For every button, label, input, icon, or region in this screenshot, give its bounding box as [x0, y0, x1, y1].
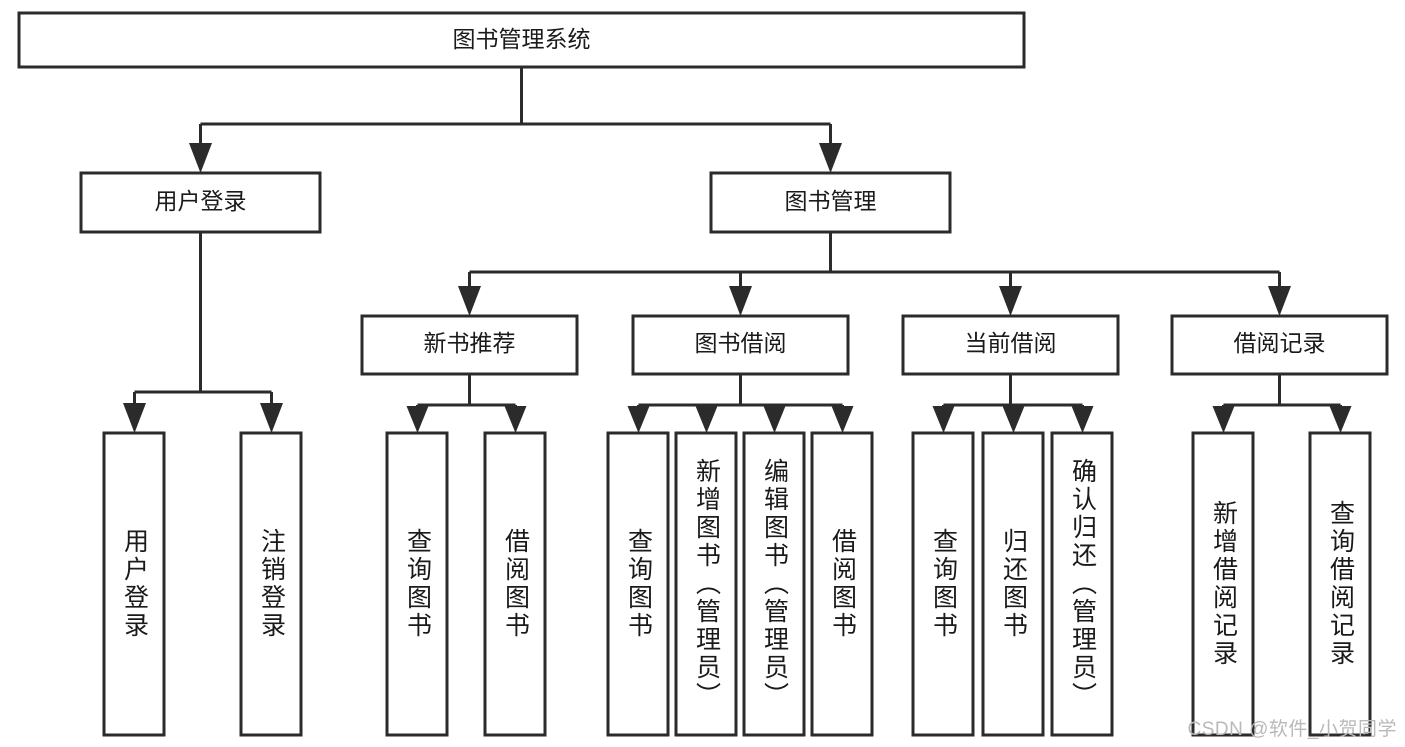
arrow-leaf-query-book-3 [932, 406, 955, 433]
arrow-book-manage [819, 143, 842, 173]
arrow-leaf-query-book-1 [406, 406, 429, 433]
node-book-manage[interactable]: 图书管理 [709, 171, 952, 234]
node-leaf-query-book-2-box[interactable] [606, 431, 670, 737]
node-book-borrow-label: 图书借阅 [695, 330, 787, 356]
connector-layer [123, 67, 1352, 433]
node-leaf-query-record-box[interactable] [1308, 431, 1372, 737]
node-leaf-add-record-box[interactable] [1191, 431, 1255, 737]
node-leaf-return-book-box[interactable] [981, 431, 1045, 737]
arrow-leaf-borrow-book-2 [831, 406, 854, 433]
node-book-borrow[interactable]: 图书借阅 [631, 314, 850, 376]
node-leaf-query-book-3-box[interactable] [911, 431, 975, 737]
arrow-leaf-confirm-return [1071, 406, 1094, 433]
node-user-login-box[interactable] [79, 171, 322, 234]
node-leaf-logout-box[interactable] [239, 431, 303, 737]
node-new-book-recommend-box[interactable] [360, 314, 579, 376]
node-leaf-add-book-box[interactable] [674, 431, 738, 737]
node-borrow-record[interactable]: 借阅记录 [1170, 314, 1389, 376]
arrow-leaf-query-record [1329, 406, 1352, 433]
arrow-leaf-user-login [123, 403, 146, 433]
node-root-box[interactable] [17, 11, 1026, 69]
arrow-current-borrow [999, 286, 1022, 316]
node-root[interactable]: 图书管理系统 [17, 11, 1026, 69]
node-current-borrow-box[interactable] [901, 314, 1120, 376]
node-book-borrow-box[interactable] [631, 314, 850, 376]
node-user-login[interactable]: 用户登录 [79, 171, 322, 234]
node-borrow-record-box[interactable] [1170, 314, 1389, 376]
node-borrow-record-label: 借阅记录 [1234, 330, 1326, 356]
node-leaf-borrow-book-1-box[interactable] [483, 431, 547, 737]
arrow-leaf-borrow-book-1 [504, 406, 527, 433]
arrow-borrow-record [1268, 286, 1291, 316]
node-leaf-edit-book-box[interactable] [742, 431, 806, 737]
node-current-borrow-label: 当前借阅 [965, 330, 1057, 356]
node-leaf-user-login-box[interactable] [102, 431, 166, 737]
arrow-user-login [189, 143, 212, 173]
node-leaf-borrow-book-2-box[interactable] [810, 431, 874, 737]
arrow-new-book-recommend [458, 286, 481, 316]
arrow-book-borrow [729, 286, 752, 316]
arrow-leaf-add-record [1212, 406, 1235, 433]
node-book-manage-label: 图书管理 [785, 188, 877, 214]
arrow-leaf-add-book [695, 406, 718, 433]
node-book-manage-box[interactable] [709, 171, 952, 234]
node-user-login-label: 用户登录 [155, 188, 247, 214]
node-leaf-confirm-return-box[interactable] [1050, 431, 1114, 737]
leaf-box-layer [102, 431, 1372, 737]
arrow-leaf-return-book [1002, 406, 1025, 433]
arrow-leaf-edit-book [763, 406, 786, 433]
node-leaf-query-book-1-box[interactable] [385, 431, 449, 737]
node-current-borrow[interactable]: 当前借阅 [901, 314, 1120, 376]
watermark: CSDN @软件_小贺同学 [1187, 719, 1397, 740]
arrow-leaf-logout [260, 403, 283, 433]
node-root-label: 图书管理系统 [453, 26, 591, 52]
arrow-leaf-query-book-2 [627, 406, 650, 433]
node-new-book-recommend-label: 新书推荐 [424, 330, 516, 356]
node-new-book-recommend[interactable]: 新书推荐 [360, 314, 579, 376]
